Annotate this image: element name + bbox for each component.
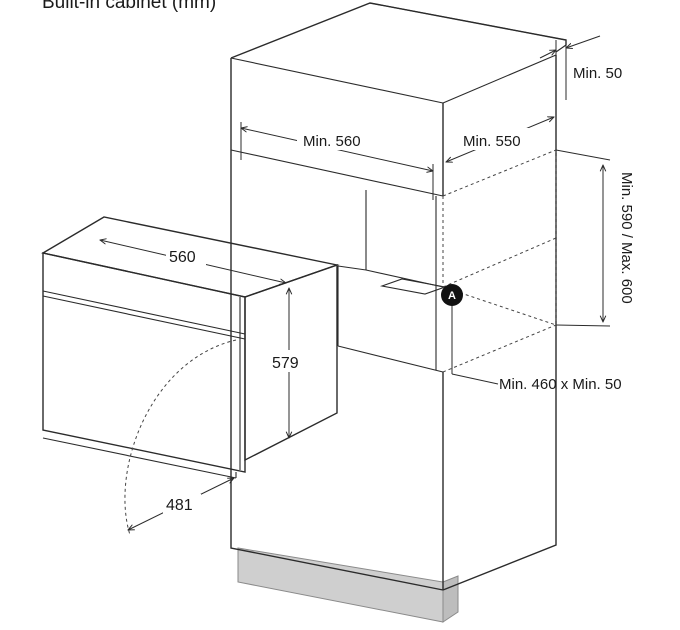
diagram-title: Built-in cabinet (mm) — [42, 0, 216, 13]
dim-niche-height: Min. 590 / Max. 600 — [555, 149, 635, 327]
vent-opening-label: Min. 460 x Min. 50 — [499, 376, 622, 393]
marker-a-text: A — [448, 290, 456, 302]
cabinet-front — [230, 58, 444, 591]
cabinet-plinth — [237, 547, 444, 623]
marker-a-badge — [441, 284, 463, 306]
cabinet-plinth-side — [442, 575, 459, 623]
oven: 560 579 481 — [41, 216, 340, 536]
oven-height-label: 579 — [272, 355, 299, 372]
niche-opening — [337, 190, 448, 373]
dim-oven-height: 579 — [270, 288, 308, 438]
oven-front — [42, 252, 246, 473]
cabinet: Min. 50 Min. 560 Min. 550 Min. 590 / Max… — [230, 2, 635, 623]
hidden-niche-lines — [442, 149, 557, 373]
marker-a: A Min. 460 x Min. 50 — [441, 284, 622, 393]
rear-gap-label: Min. 50 — [573, 65, 622, 82]
door-swing-arc — [124, 339, 237, 536]
cabinet-width-label: Min. 560 — [303, 133, 361, 150]
dim-rear-gap: Min. 50 — [539, 35, 622, 100]
cabinet-depth-label: Min. 550 — [463, 133, 521, 150]
niche-height-label: Min. 590 / Max. 600 — [618, 172, 635, 304]
oven-width-label: 560 — [169, 249, 196, 266]
dim-door-swing: 481 — [128, 478, 234, 530]
dim-cabinet-width: Min. 560 — [241, 122, 433, 200]
door-swing-label: 481 — [166, 497, 193, 514]
dim-cabinet-depth: Min. 550 — [442, 117, 554, 168]
dim-oven-width: 560 — [100, 240, 286, 283]
